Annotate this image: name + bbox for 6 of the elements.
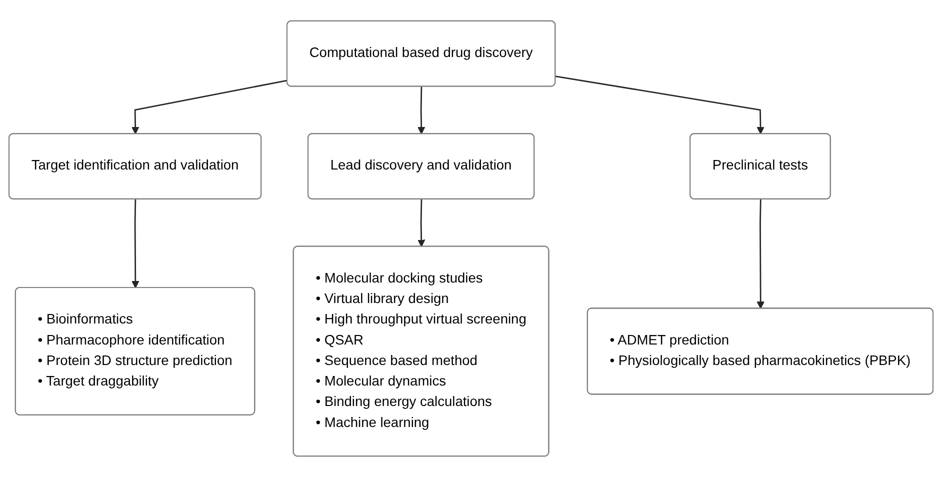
arrow xyxy=(555,76,764,134)
arrow xyxy=(132,199,140,288)
arrow xyxy=(418,199,426,248)
arrow xyxy=(418,86,426,134)
arrow xyxy=(132,80,288,134)
arrow xyxy=(756,199,764,309)
